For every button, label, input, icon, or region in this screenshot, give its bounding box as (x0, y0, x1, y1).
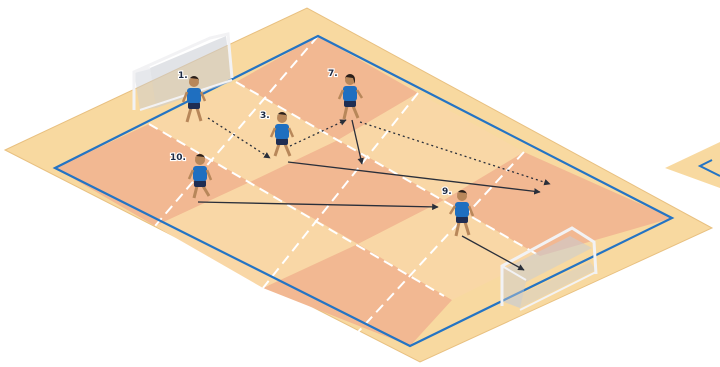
player-jersey (275, 124, 289, 139)
goal-crossbar-base (501, 265, 527, 281)
player-leg-right (283, 143, 292, 157)
neighbor-pitch-line (697, 159, 720, 177)
goal-frame (500, 226, 598, 306)
zone-divider-4 (262, 92, 419, 289)
player-1: 1. (177, 70, 207, 123)
goal-bottom-right (500, 226, 598, 311)
player-arm (467, 205, 475, 217)
player-shorts (194, 180, 206, 187)
player-leg-right (201, 185, 211, 197)
goal-net-back (150, 36, 232, 108)
player-arm (269, 127, 277, 138)
player-hair (195, 154, 205, 159)
player-leg-right (351, 105, 360, 119)
zone-band-8 (358, 200, 540, 300)
zone-band-7 (263, 244, 452, 346)
player-hair (345, 74, 355, 84)
zone-band-3 (236, 36, 418, 140)
zone-divider-1 (148, 123, 445, 297)
player-label: 9. (442, 187, 452, 197)
player-leg-left (192, 185, 199, 199)
player-leg-left (342, 105, 349, 120)
player-head (195, 155, 205, 165)
goal-net-floor (504, 262, 596, 308)
player-jersey (455, 202, 469, 217)
arrow-solid-3-right (287, 161, 541, 195)
arrow-solid-9-to-goal (461, 235, 525, 271)
player-arm (448, 205, 457, 215)
player-head (277, 113, 287, 123)
player-arm (287, 127, 295, 138)
player-label: 1. (178, 71, 188, 81)
player-leg-right (195, 107, 203, 122)
player-leg-left (454, 221, 461, 237)
goal-net-side (502, 268, 526, 308)
arrow-dotted-1-to-3 (207, 117, 271, 159)
player-hair (457, 190, 467, 195)
arrow-dotted-3-to-7 (289, 119, 347, 147)
player-jersey (193, 166, 207, 181)
arrow-dotted-7-right (359, 121, 551, 186)
zone-divider-5 (357, 151, 525, 333)
pass-arrows (197, 117, 551, 271)
goal-net-side (134, 68, 156, 110)
player-shorts (344, 100, 356, 107)
player-hair (189, 76, 199, 81)
player-arm (205, 169, 213, 181)
player-label: 10. (170, 153, 186, 163)
players: 1. 7. 3. (169, 68, 475, 237)
player-10: 10. (169, 152, 213, 199)
player-shorts (188, 102, 200, 109)
player-arm (181, 91, 189, 103)
goal-crossbar-base (133, 67, 151, 73)
zone-dividers (148, 35, 541, 333)
player-7: 7. (327, 68, 364, 120)
player-leg-right (463, 221, 471, 236)
player-leg-left (185, 107, 193, 123)
goal-net-back (506, 236, 592, 282)
player-label: 7. (328, 69, 338, 79)
zone-band-1 (55, 124, 250, 226)
player-arm (199, 91, 207, 102)
player-head (189, 77, 199, 87)
player-label: 3. (260, 111, 270, 121)
player-arm (187, 169, 195, 180)
arrow-7-down (351, 119, 364, 165)
player-leg-left (273, 143, 281, 157)
zone-divider-2 (235, 81, 541, 257)
player-arm (337, 89, 345, 100)
arrow-solid-10-right (197, 201, 439, 211)
player-9: 9. (441, 186, 475, 237)
goal-top-left (132, 32, 234, 111)
zone-band-4 (155, 182, 358, 288)
player-head (457, 191, 467, 201)
player-jersey (187, 88, 201, 103)
player-jersey (343, 86, 357, 101)
goal-frame (132, 32, 234, 110)
player-shorts (276, 138, 288, 145)
player-3: 3. (259, 110, 295, 157)
goal-base (519, 271, 597, 311)
zone-divider-3 (154, 35, 319, 227)
zone-band-6 (338, 93, 524, 200)
player-shorts (456, 216, 468, 223)
player-arm (355, 89, 364, 99)
zone-band-5 (250, 140, 444, 244)
neighbor-pitch-surround (665, 142, 720, 188)
player-hair (277, 112, 287, 117)
